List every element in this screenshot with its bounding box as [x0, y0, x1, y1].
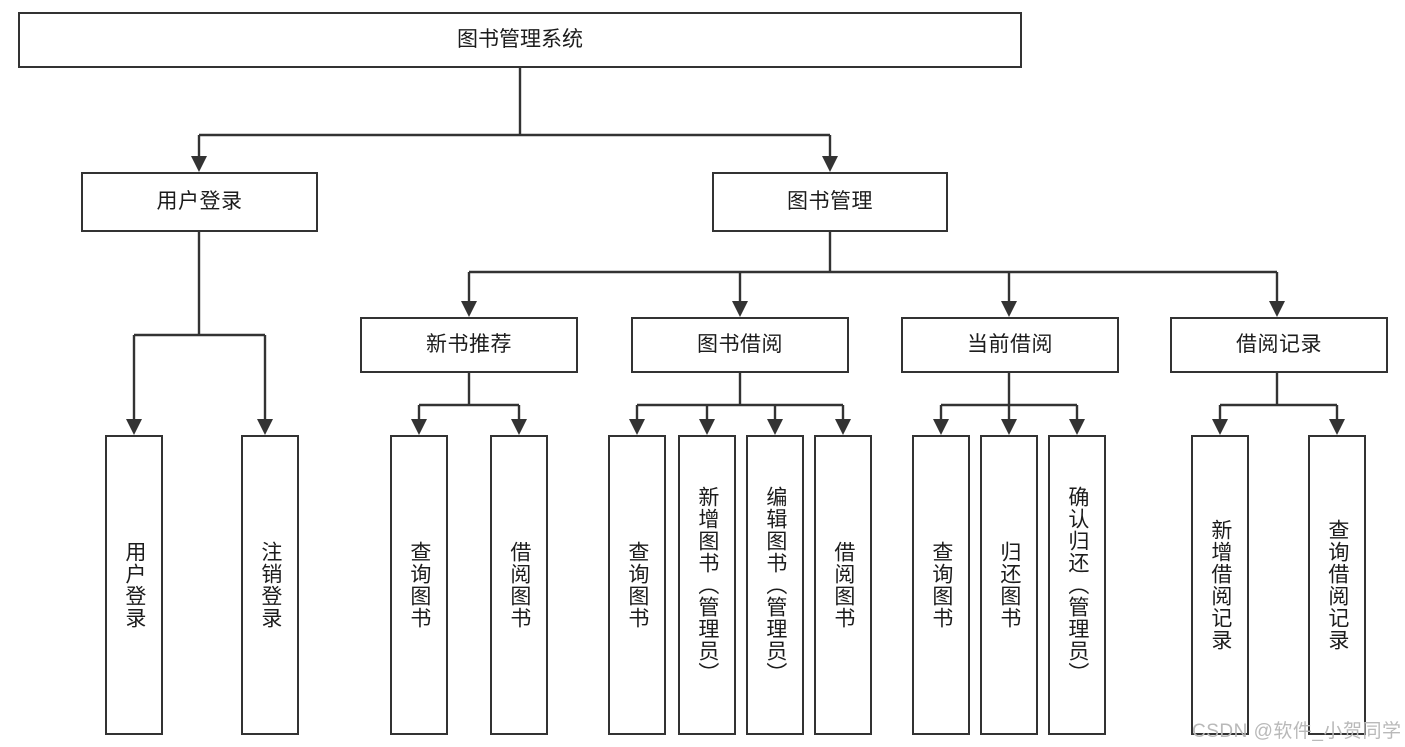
leaf-book-borrow-borrow-book[interactable]: 借阅图书	[814, 435, 872, 735]
leaf-label: 用户登录	[122, 541, 146, 629]
leaf-user-login-logout[interactable]: 注销登录	[241, 435, 299, 735]
leaf-label: 借阅图书	[507, 541, 531, 629]
leaf-label: 借阅图书	[831, 541, 855, 629]
leaf-label: 查询图书	[407, 541, 431, 629]
leaf-label: 新增图书（管理员）	[695, 486, 719, 684]
node-borrow-record[interactable]: 借阅记录	[1170, 317, 1388, 373]
leaf-new-book-borrow-book[interactable]: 借阅图书	[490, 435, 548, 735]
leaf-label: 注销登录	[258, 541, 282, 629]
node-current-borrow[interactable]: 当前借阅	[901, 317, 1119, 373]
leaf-book-borrow-add-book[interactable]: 新增图书（管理员）	[678, 435, 736, 735]
leaf-book-borrow-edit-book[interactable]: 编辑图书（管理员）	[746, 435, 804, 735]
node-book-management[interactable]: 图书管理	[712, 172, 948, 232]
leaf-current-borrow-query-book[interactable]: 查询图书	[912, 435, 970, 735]
leaf-label: 确认归还（管理员）	[1065, 486, 1089, 684]
leaf-current-borrow-return-book[interactable]: 归还图书	[980, 435, 1038, 735]
leaf-label: 归还图书	[997, 541, 1021, 629]
leaf-new-book-query-book[interactable]: 查询图书	[390, 435, 448, 735]
node-new-book-recommend[interactable]: 新书推荐	[360, 317, 578, 373]
leaf-borrow-record-add-record[interactable]: 新增借阅记录	[1191, 435, 1249, 735]
node-user-login[interactable]: 用户登录	[81, 172, 318, 232]
csdn-watermark: CSDN @软件_小贺同学	[1192, 721, 1402, 742]
leaf-label: 编辑图书（管理员）	[763, 486, 787, 684]
leaf-label: 查询图书	[929, 541, 953, 629]
leaf-current-borrow-confirm-return[interactable]: 确认归还（管理员）	[1048, 435, 1106, 735]
node-book-borrow[interactable]: 图书借阅	[631, 317, 849, 373]
leaf-label: 新增借阅记录	[1208, 519, 1232, 651]
node-root-system[interactable]: 图书管理系统	[18, 12, 1022, 68]
leaf-borrow-record-query-record[interactable]: 查询借阅记录	[1308, 435, 1366, 735]
leaf-label: 查询借阅记录	[1325, 519, 1349, 651]
leaf-label: 查询图书	[625, 541, 649, 629]
leaf-book-borrow-query-book[interactable]: 查询图书	[608, 435, 666, 735]
leaf-user-login-login[interactable]: 用户登录	[105, 435, 163, 735]
